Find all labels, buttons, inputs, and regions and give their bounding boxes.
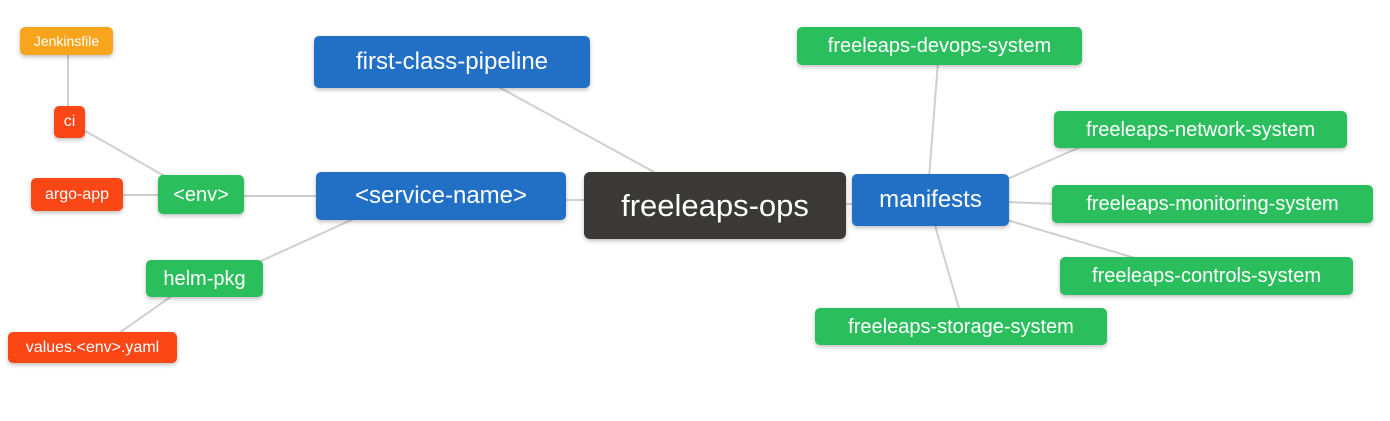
node-manifests[interactable]: manifests <box>852 174 1009 226</box>
node-values-env-yaml[interactable]: values.<env>.yaml <box>8 332 177 363</box>
edge-manifests-monitoring-system <box>1005 201 1059 205</box>
node-freeleaps-controls-system[interactable]: freeleaps-controls-system <box>1060 257 1353 295</box>
edge-manifests-devops-system <box>928 61 939 179</box>
edge-values-helm-pkg <box>111 292 177 339</box>
node-argo-app[interactable]: argo-app <box>31 178 123 211</box>
node-freeleaps-storage-system[interactable]: freeleaps-storage-system <box>815 308 1107 345</box>
edge-manifests-controls-system <box>1006 219 1146 262</box>
node-freeleaps-devops-system[interactable]: freeleaps-devops-system <box>797 27 1082 65</box>
node-freeleaps-monitoring-system[interactable]: freeleaps-monitoring-system <box>1052 185 1373 223</box>
node-freeleaps-ops-root[interactable]: freeleaps-ops <box>584 172 846 239</box>
node-first-class-pipeline[interactable]: first-class-pipeline <box>314 36 590 88</box>
edge-helm-pkg-service-name <box>251 215 361 266</box>
edge-ci-env <box>79 127 176 183</box>
node-env[interactable]: <env> <box>158 175 244 214</box>
node-service-name[interactable]: <service-name> <box>316 172 566 220</box>
edge-manifests-network-system <box>1004 144 1086 181</box>
node-helm-pkg[interactable]: helm-pkg <box>146 260 263 297</box>
node-ci[interactable]: ci <box>54 106 85 138</box>
node-jenkinsfile[interactable]: Jenkinsfile <box>20 27 113 55</box>
edge-first-class-pipeline-root <box>494 84 666 179</box>
edge-manifests-storage-system <box>933 221 961 313</box>
node-freeleaps-network-system[interactable]: freeleaps-network-system <box>1054 111 1347 148</box>
